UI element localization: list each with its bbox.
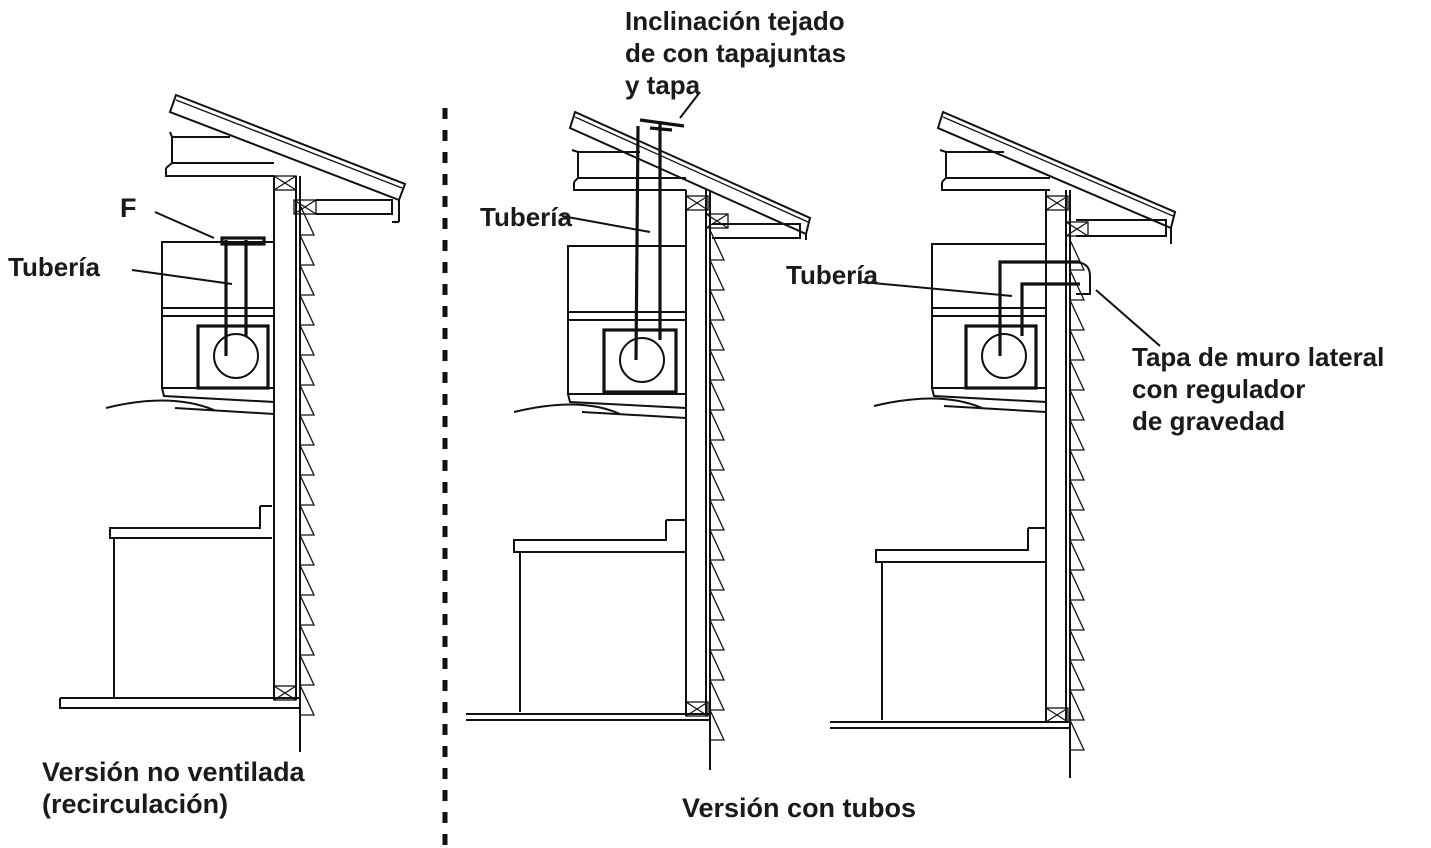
wall [1045, 190, 1089, 778]
counter [830, 527, 1071, 729]
label-tuberia-roof: Tubería [480, 202, 572, 232]
caption-unvented-1: Versión no ventilada [42, 757, 305, 787]
cabinet-hood [105, 236, 275, 416]
label-roof-cap-3: y tapa [625, 70, 701, 100]
label-wall-cap-1: Tapa de muro lateral [1132, 342, 1385, 372]
roof-vent-installation [466, 91, 812, 770]
label-wall-cap-3: de gravedad [1132, 406, 1286, 436]
roof [165, 93, 407, 223]
wall [273, 175, 317, 752]
roof [568, 110, 812, 240]
label-wall-cap-2: con regulador [1132, 374, 1306, 404]
wall-vent-installation [830, 110, 1177, 778]
label-roof-cap-2: de con tapajuntas [625, 38, 847, 68]
label-tuberia-wall: Tubería [786, 260, 878, 290]
roof [936, 110, 1177, 244]
cabinet-hood [873, 243, 1091, 416]
label-f: F [120, 193, 137, 223]
cabinet-hood [513, 118, 687, 422]
counter [59, 505, 301, 709]
caption-unvented-2: (recirculación) [42, 789, 229, 819]
label-tuberia-unvented: Tubería [8, 252, 100, 282]
unvented-installation [59, 93, 407, 752]
wall [685, 190, 729, 770]
counter [466, 519, 711, 721]
label-roof-cap-1: Inclinación tejado [625, 6, 845, 36]
caption-ducted: Versión con tubos [682, 793, 917, 823]
